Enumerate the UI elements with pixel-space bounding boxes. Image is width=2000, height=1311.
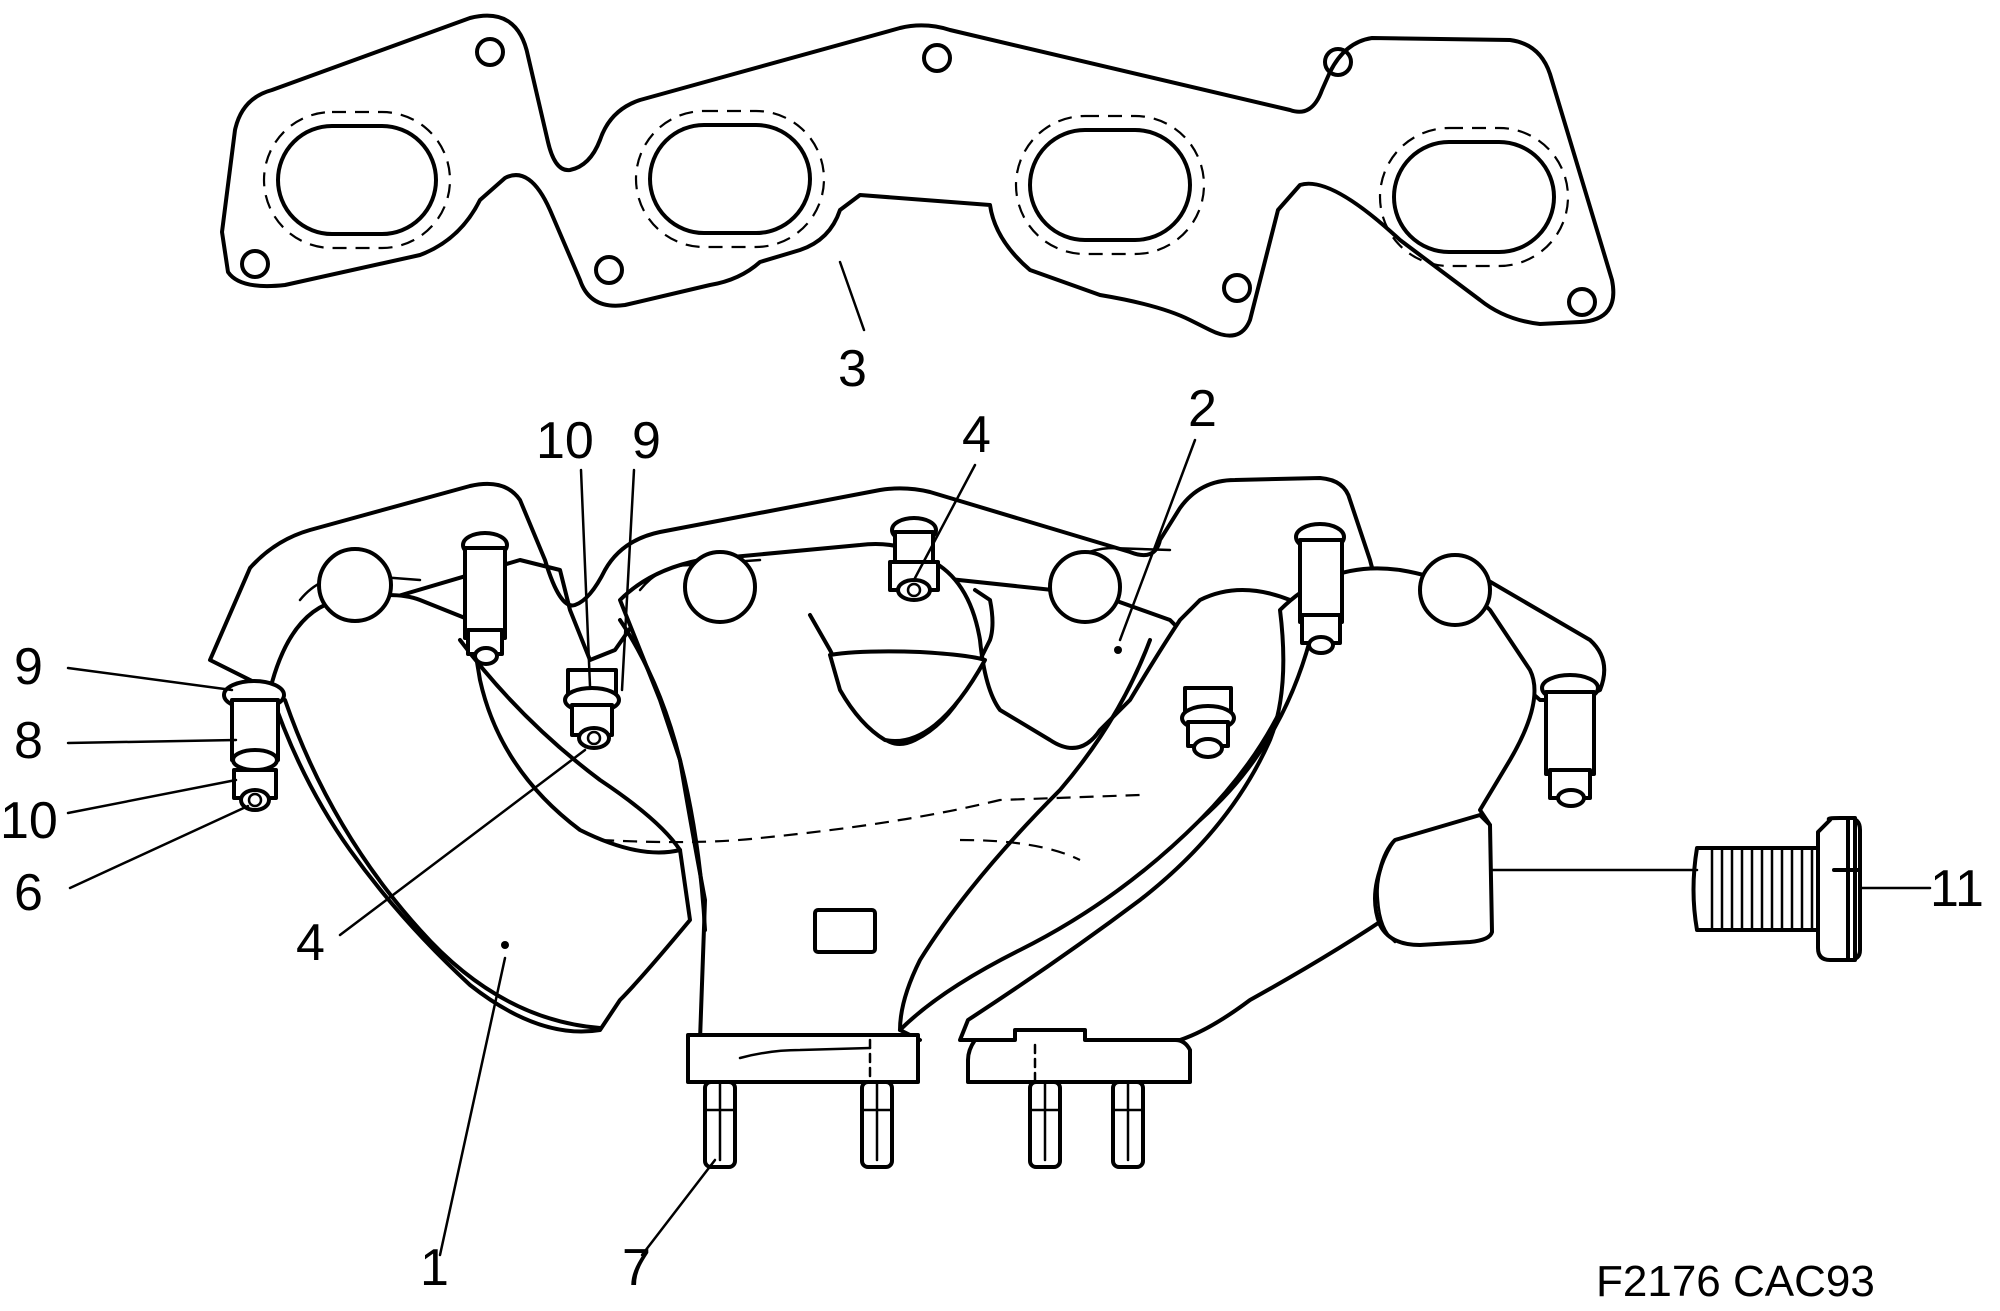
callout-1: 1 bbox=[420, 1239, 449, 1297]
figure-reference: F2176 CAC93 bbox=[1596, 1257, 1875, 1306]
leader-lines bbox=[66, 260, 1932, 1257]
flange-studs-nuts bbox=[222, 516, 1600, 812]
callout-7: 7 bbox=[622, 1239, 651, 1297]
left-stud-assembly bbox=[222, 679, 286, 812]
part-1-dot bbox=[501, 941, 509, 949]
callout-9-top: 9 bbox=[632, 412, 661, 470]
part-2-dot bbox=[1114, 646, 1122, 654]
callout-10-top: 10 bbox=[536, 412, 594, 470]
stud-center-top bbox=[888, 516, 940, 602]
outlet-studs bbox=[703, 1080, 1145, 1169]
manifold-gasket bbox=[220, 13, 1616, 338]
callout-labels: 3 2 4 10 9 9 8 10 6 4 1 7 11 bbox=[0, 340, 1984, 1297]
callout-4-left: 4 bbox=[296, 914, 325, 972]
callout-3: 3 bbox=[838, 340, 867, 398]
callout-6: 6 bbox=[14, 864, 43, 922]
outlet-flange bbox=[686, 1028, 1192, 1169]
manifold-body bbox=[268, 542, 1537, 1042]
callout-9-left: 9 bbox=[14, 638, 43, 696]
stud-right-top bbox=[1294, 522, 1346, 655]
callout-4-top: 4 bbox=[962, 406, 991, 464]
callout-8: 8 bbox=[14, 712, 43, 770]
callout-11: 11 bbox=[1930, 860, 1984, 918]
bolt-11 bbox=[1691, 816, 1862, 962]
callout-10-left: 10 bbox=[0, 792, 58, 850]
stud-center-left bbox=[563, 668, 621, 750]
stud-center-right bbox=[1180, 686, 1236, 759]
stud-left-top bbox=[461, 531, 509, 666]
callout-2: 2 bbox=[1188, 380, 1217, 438]
stud-right-outer bbox=[1540, 673, 1600, 808]
